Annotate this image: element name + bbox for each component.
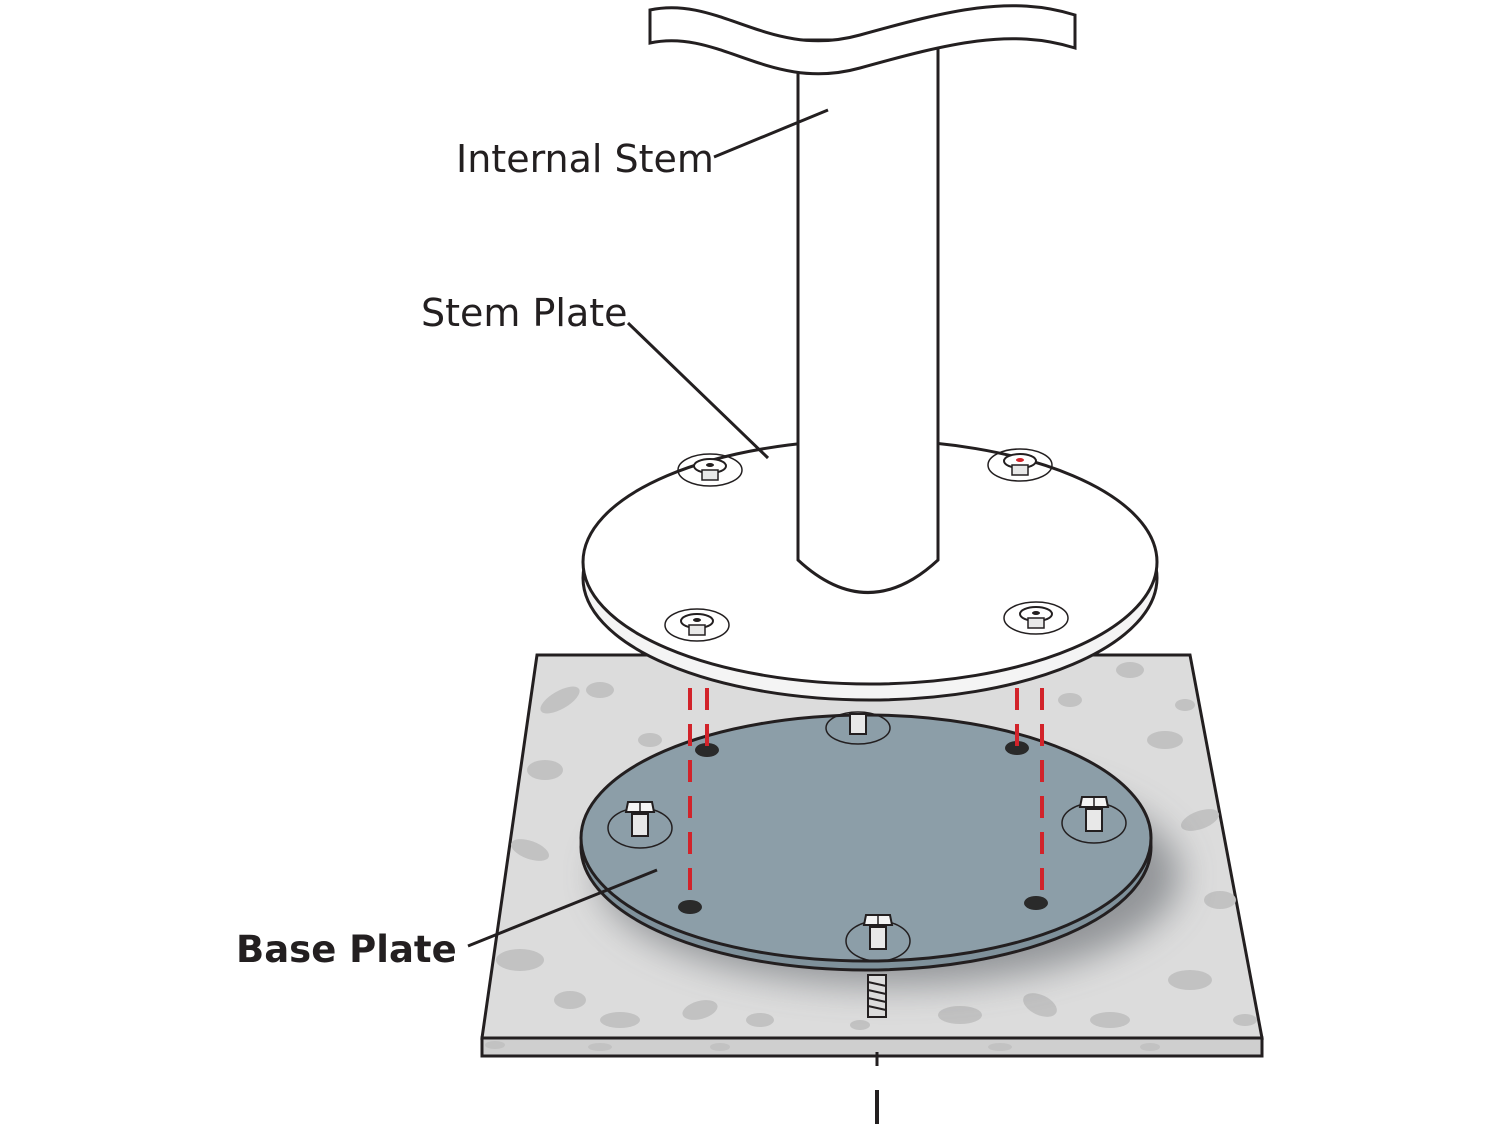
break-line (648, 4, 1077, 76)
hex-bolt-icon (607, 801, 673, 849)
alignment-guide-lines (688, 688, 1044, 902)
hex-bolt-icon (1061, 796, 1127, 844)
base-plate (579, 713, 1153, 972)
anchor-hole-icon (695, 743, 719, 757)
anchor-screw-icon (867, 974, 887, 1018)
internal-stem (796, 38, 940, 594)
stem-plate-label: Stem Plate (421, 291, 628, 335)
anchor-hole-icon (1024, 896, 1048, 910)
concrete-speckles (485, 662, 1257, 1051)
hex-bolt-icon (845, 914, 911, 962)
countersunk-screw-icon (987, 448, 1053, 482)
anchor-hole-icon (678, 900, 702, 914)
anchor-hole-icon (1005, 741, 1029, 755)
hex-bolt-icon (825, 711, 891, 745)
countersunk-screw-icon (664, 608, 730, 642)
leader-lines (467, 108, 829, 948)
countersunk-screw-icon (1003, 601, 1069, 635)
countersunk-screw-icon (677, 453, 743, 487)
internal-stem-label: Internal Stem (456, 137, 714, 181)
base-plate-label: Base Plate (236, 928, 457, 971)
